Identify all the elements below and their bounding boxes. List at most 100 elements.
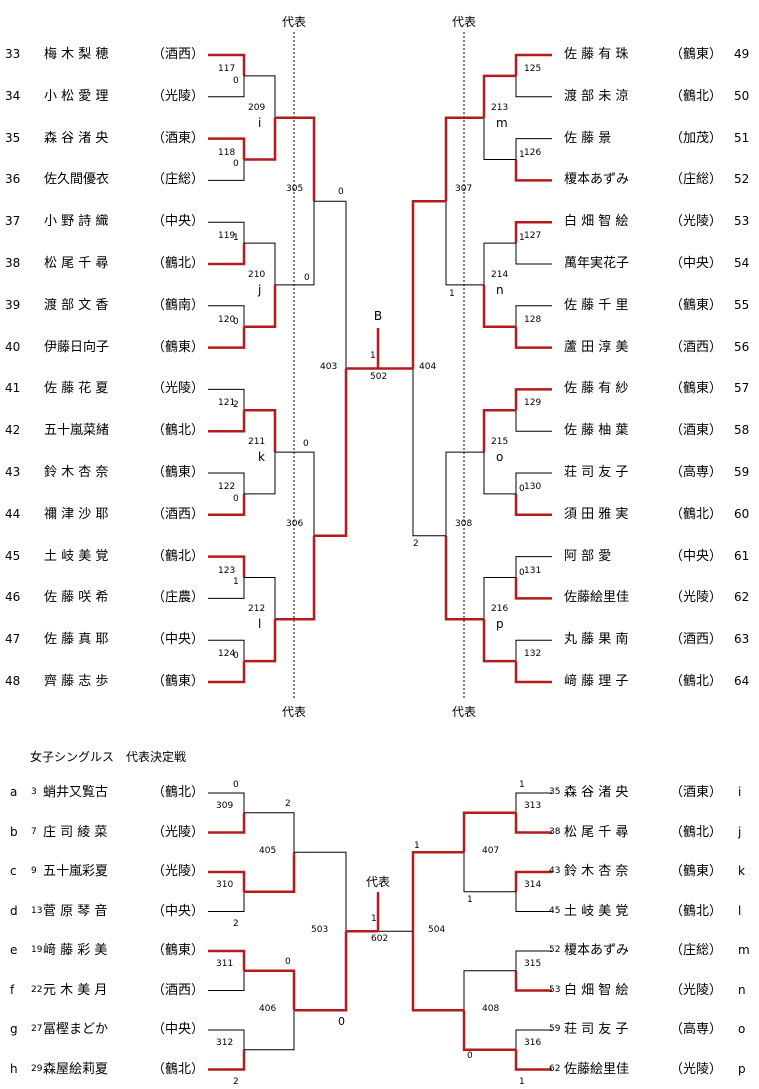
r1-branch	[208, 812, 246, 834]
player-number: 54	[734, 256, 750, 270]
r1-branch	[208, 661, 246, 684]
group-letter: m	[738, 943, 750, 957]
r1-branch	[515, 639, 552, 662]
player-name: 伊藤日向子	[44, 339, 110, 355]
bracket-label: B	[373, 309, 383, 323]
player-school: （庄農）	[152, 590, 205, 606]
player-number: 45	[5, 548, 21, 563]
group-letter: c	[10, 864, 17, 878]
match-number-r2: 213	[491, 102, 509, 113]
player-name: 荘 司 友 子	[564, 465, 629, 480]
player-school: （鶴北）	[670, 88, 723, 104]
player-name: 佐 藤 千 里	[564, 297, 629, 313]
group-letter: k	[258, 450, 265, 465]
player-number: 62	[734, 590, 750, 605]
group-letter: f	[10, 982, 15, 997]
r2-branch	[482, 284, 516, 328]
score: 0	[467, 1051, 473, 1061]
group-letter: h	[10, 1061, 18, 1076]
player-name: 佐久間優衣	[44, 172, 110, 188]
match-number-r2: 214	[491, 269, 509, 280]
qf-branch	[462, 811, 516, 853]
r1-branch	[514, 493, 552, 517]
player-name: 梅 木 梨 穂	[44, 47, 109, 62]
seed-number: 13	[31, 905, 43, 916]
r1-branch	[515, 305, 552, 327]
player-school: （中央）	[670, 256, 723, 271]
player-name: 佐藤絵里佳	[564, 1061, 630, 1077]
player-name: 冨樫まどか	[43, 1022, 109, 1037]
player-school: （鶴東）	[152, 465, 205, 480]
semi-branch	[411, 931, 464, 1012]
score: 0	[233, 780, 239, 790]
player-school: （庄総）	[670, 172, 723, 188]
seed-number: 52	[549, 945, 561, 955]
player-number: 57	[734, 381, 750, 396]
player-school: （酒西）	[152, 982, 205, 998]
match-number-r1: 312	[216, 1037, 234, 1048]
score: 1	[233, 233, 239, 244]
r1-branch	[208, 1049, 246, 1071]
player-number: 56	[734, 339, 750, 354]
player-name: 森 谷 渚 央	[44, 130, 109, 146]
seed-number: 3	[31, 787, 37, 797]
player-school: （鶴北）	[152, 1061, 205, 1077]
r1-branch	[515, 75, 552, 98]
player-name: 渡 部 文 香	[44, 297, 109, 313]
qf-branch	[244, 969, 296, 1011]
score: 1	[370, 351, 376, 361]
player-school: （酒東）	[670, 785, 723, 800]
r1-branch	[208, 137, 246, 160]
player-name: 松 尾 千 尋	[44, 256, 109, 271]
player-number: 46	[5, 590, 21, 605]
rep-marker-bottom-left: 代表	[281, 705, 307, 719]
player-number: 49	[734, 47, 750, 61]
r1-branch	[208, 870, 246, 892]
group-letter: g	[10, 1022, 18, 1036]
player-school: （中央）	[670, 548, 723, 564]
r2-branch	[483, 577, 516, 620]
player-number: 59	[734, 465, 750, 479]
qf-branch	[275, 201, 315, 286]
player-name: 﨑 藤 彩 美	[43, 943, 108, 958]
player-number: 36	[5, 172, 21, 187]
score: 0	[233, 316, 239, 327]
match-number-r1: 314	[524, 879, 542, 890]
match-number-r2: 212	[248, 604, 266, 615]
group-letter: p	[496, 617, 504, 632]
player-name: 白 畑 智 絵	[564, 982, 629, 998]
match-number-r1: 313	[524, 800, 542, 811]
match-number-qf: 408	[482, 1004, 500, 1015]
group-letter: i	[738, 785, 742, 799]
qf-branch	[445, 451, 484, 536]
player-school: （酒東）	[152, 130, 205, 146]
player-school: （鶴東）	[670, 864, 723, 879]
score: 2	[285, 799, 291, 809]
player-name: 松 尾 千 尋	[564, 824, 629, 840]
player-school: （酒東）	[670, 423, 723, 439]
seed-number: 7	[31, 826, 37, 837]
semi-branch	[412, 368, 446, 537]
player-school: （酒西）	[152, 47, 205, 62]
score: 0	[338, 1015, 345, 1028]
score: 2	[233, 400, 239, 411]
match-number-qf: 307	[455, 184, 473, 195]
match-number-qf: 406	[259, 1004, 277, 1015]
r1-branch	[515, 472, 552, 494]
semi-branch	[314, 368, 348, 537]
player-name: 﨑 藤 理 子	[564, 674, 629, 689]
match-number-r1: 123	[218, 565, 236, 576]
player-name: 森 谷 渚 央	[564, 785, 629, 800]
r1-branch	[208, 159, 245, 181]
match-number-r1: 122	[218, 481, 236, 492]
score: 1	[233, 577, 239, 588]
player-number: 55	[734, 297, 750, 312]
group-letter: j	[738, 824, 742, 839]
player-name: 須 田 雅 実	[564, 506, 629, 522]
score: 0	[519, 567, 525, 578]
player-number: 63	[734, 632, 750, 647]
r1-branch	[208, 555, 246, 578]
r1-branch	[208, 472, 245, 494]
player-school: （光陵）	[670, 590, 723, 606]
